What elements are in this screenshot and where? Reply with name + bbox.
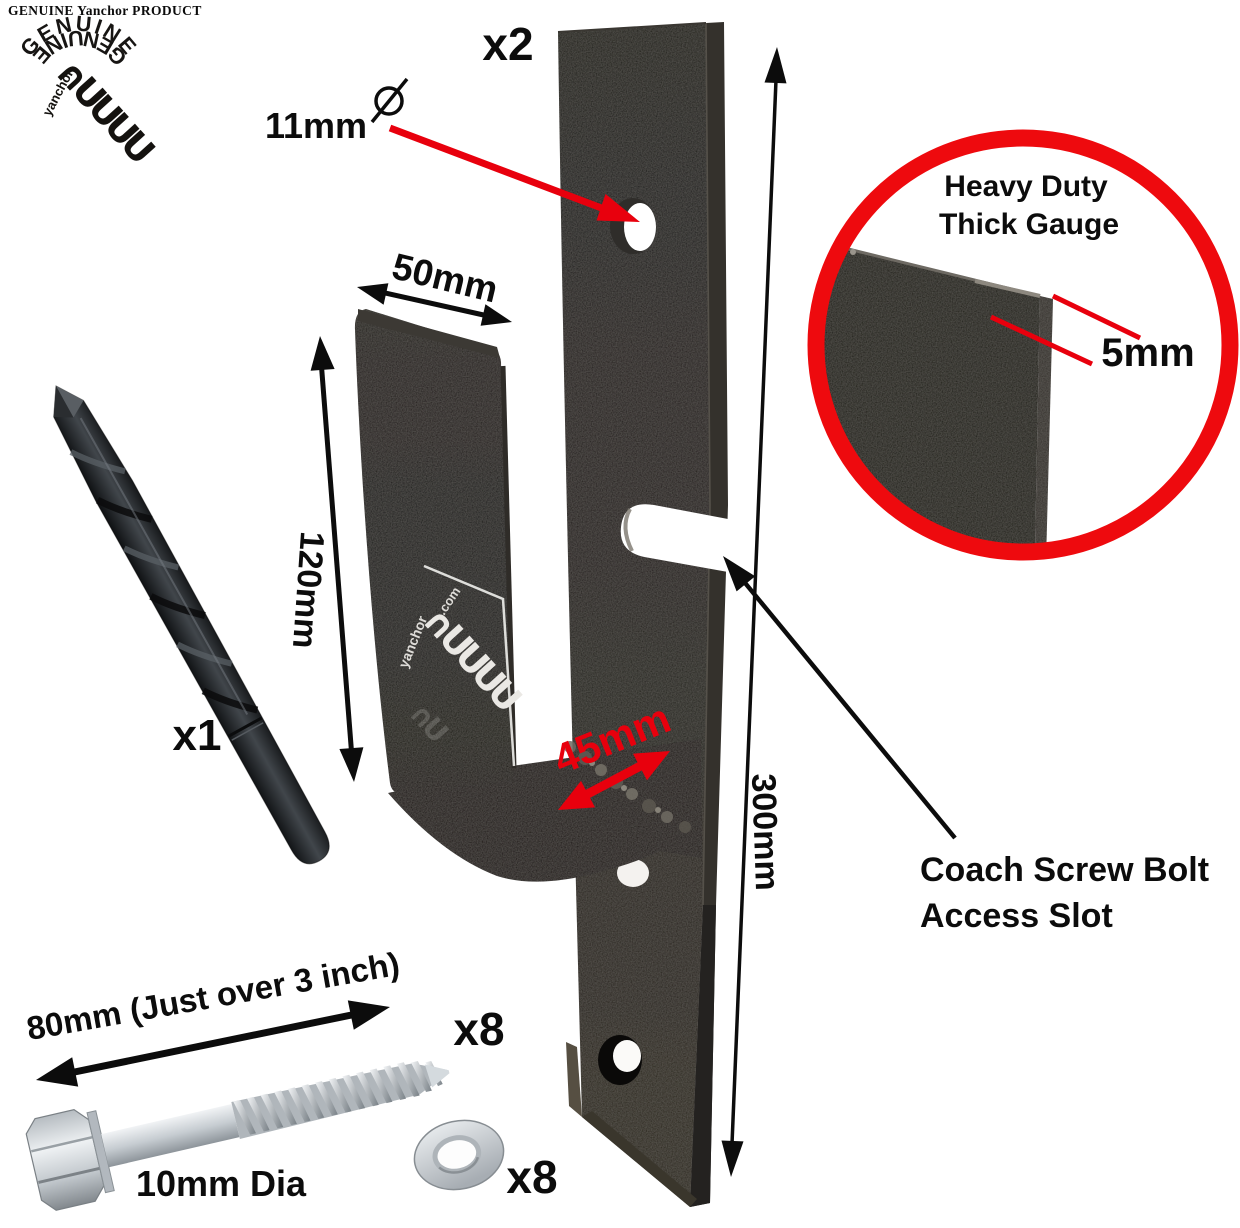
screw-quantity: x8 [453,1003,505,1055]
inset-plate-face [824,244,1040,544]
bottom-hole [613,1040,641,1072]
arrow-screw-length [36,1000,390,1087]
head-facet-line-bottom [38,1166,101,1184]
coach-screw-photo [25,1060,450,1211]
arrow-access-slot [723,556,957,840]
diameter-symbol-icon [370,77,409,124]
arrow-channel-depth [558,751,670,810]
drill-bit-photo [53,385,330,865]
dimension-arrows [36,47,957,1177]
arrow-plate-height [721,47,787,1177]
authenticity-stamp: GENUINE GENUINE ∩UUUU yanchor [16,11,160,170]
inset-title-line2: Thick Gauge [938,208,1120,241]
flange-top-edge-bevel [358,309,500,358]
inset-title-line1: Heavy Duty [944,170,1108,203]
back-plate-face [558,23,710,1207]
inset-corner-glint [974,279,1041,298]
access-slot [620,504,728,572]
top-hole [624,203,656,251]
bracket-photo: ∩UUUU yanchor .com ∩U [354,22,728,1207]
flange-right-edge [500,365,517,769]
drill-flutes [69,449,259,714]
thickness-inset [807,129,1239,561]
label-border [423,564,516,767]
drill-sheen [79,417,249,715]
channel-front-flange [354,309,515,794]
header-brand-line: GENUINE Yanchor PRODUCT [8,3,202,18]
back-plate-bottom-edge [582,1111,697,1207]
drill-shank-transition [227,716,263,738]
arrow-flange-width [357,283,512,326]
back-plate-right-edge-shadow [690,905,716,1207]
screw-shank [101,1103,240,1168]
arrow-hole-diameter [388,124,640,222]
drill-body [53,385,330,865]
arrow-flange-height [310,336,364,782]
back-plate-left-edge [566,1042,582,1117]
screw-diameter-label: 10mm Dia [135,1163,307,1204]
washer-quantity: x8 [506,1151,558,1203]
screw-tip [424,1064,450,1088]
washer-photo [413,1119,505,1191]
back-plate-right-edge [690,22,728,1207]
drill-tip-facet-dark [53,386,74,418]
bracket-quantity: x2 [482,18,534,70]
back-plate-corner-highlight [702,22,711,906]
drill-quantity: x1 [172,711,222,760]
access-slot-edge-bevel [623,508,634,552]
inset-plate-edge [1034,296,1053,544]
middle-hole [617,859,649,887]
drill-shank-transition-highlight [231,722,264,741]
back-plate-top-edge [557,22,707,33]
plate-thickness-label: 5mm [1101,331,1195,375]
head-facet-line-top [30,1135,93,1153]
slot-callout-line1: Coach Screw Bolt [920,851,1210,889]
inset-glint-dot [850,249,856,255]
slot-callout-line2: Access Slot [920,897,1113,935]
thickness-pointer-line-1 [1051,293,1142,341]
inset-ring [807,129,1239,561]
thickness-pointer-line-2 [989,314,1094,367]
hole-diameter-label: 11mm [264,105,368,146]
plate-height-label: 300mm [743,772,787,892]
drill-tip-facet-light [56,386,84,418]
flange-height-label: 120mm [284,530,332,650]
washer-hole-shadow [438,1156,480,1174]
